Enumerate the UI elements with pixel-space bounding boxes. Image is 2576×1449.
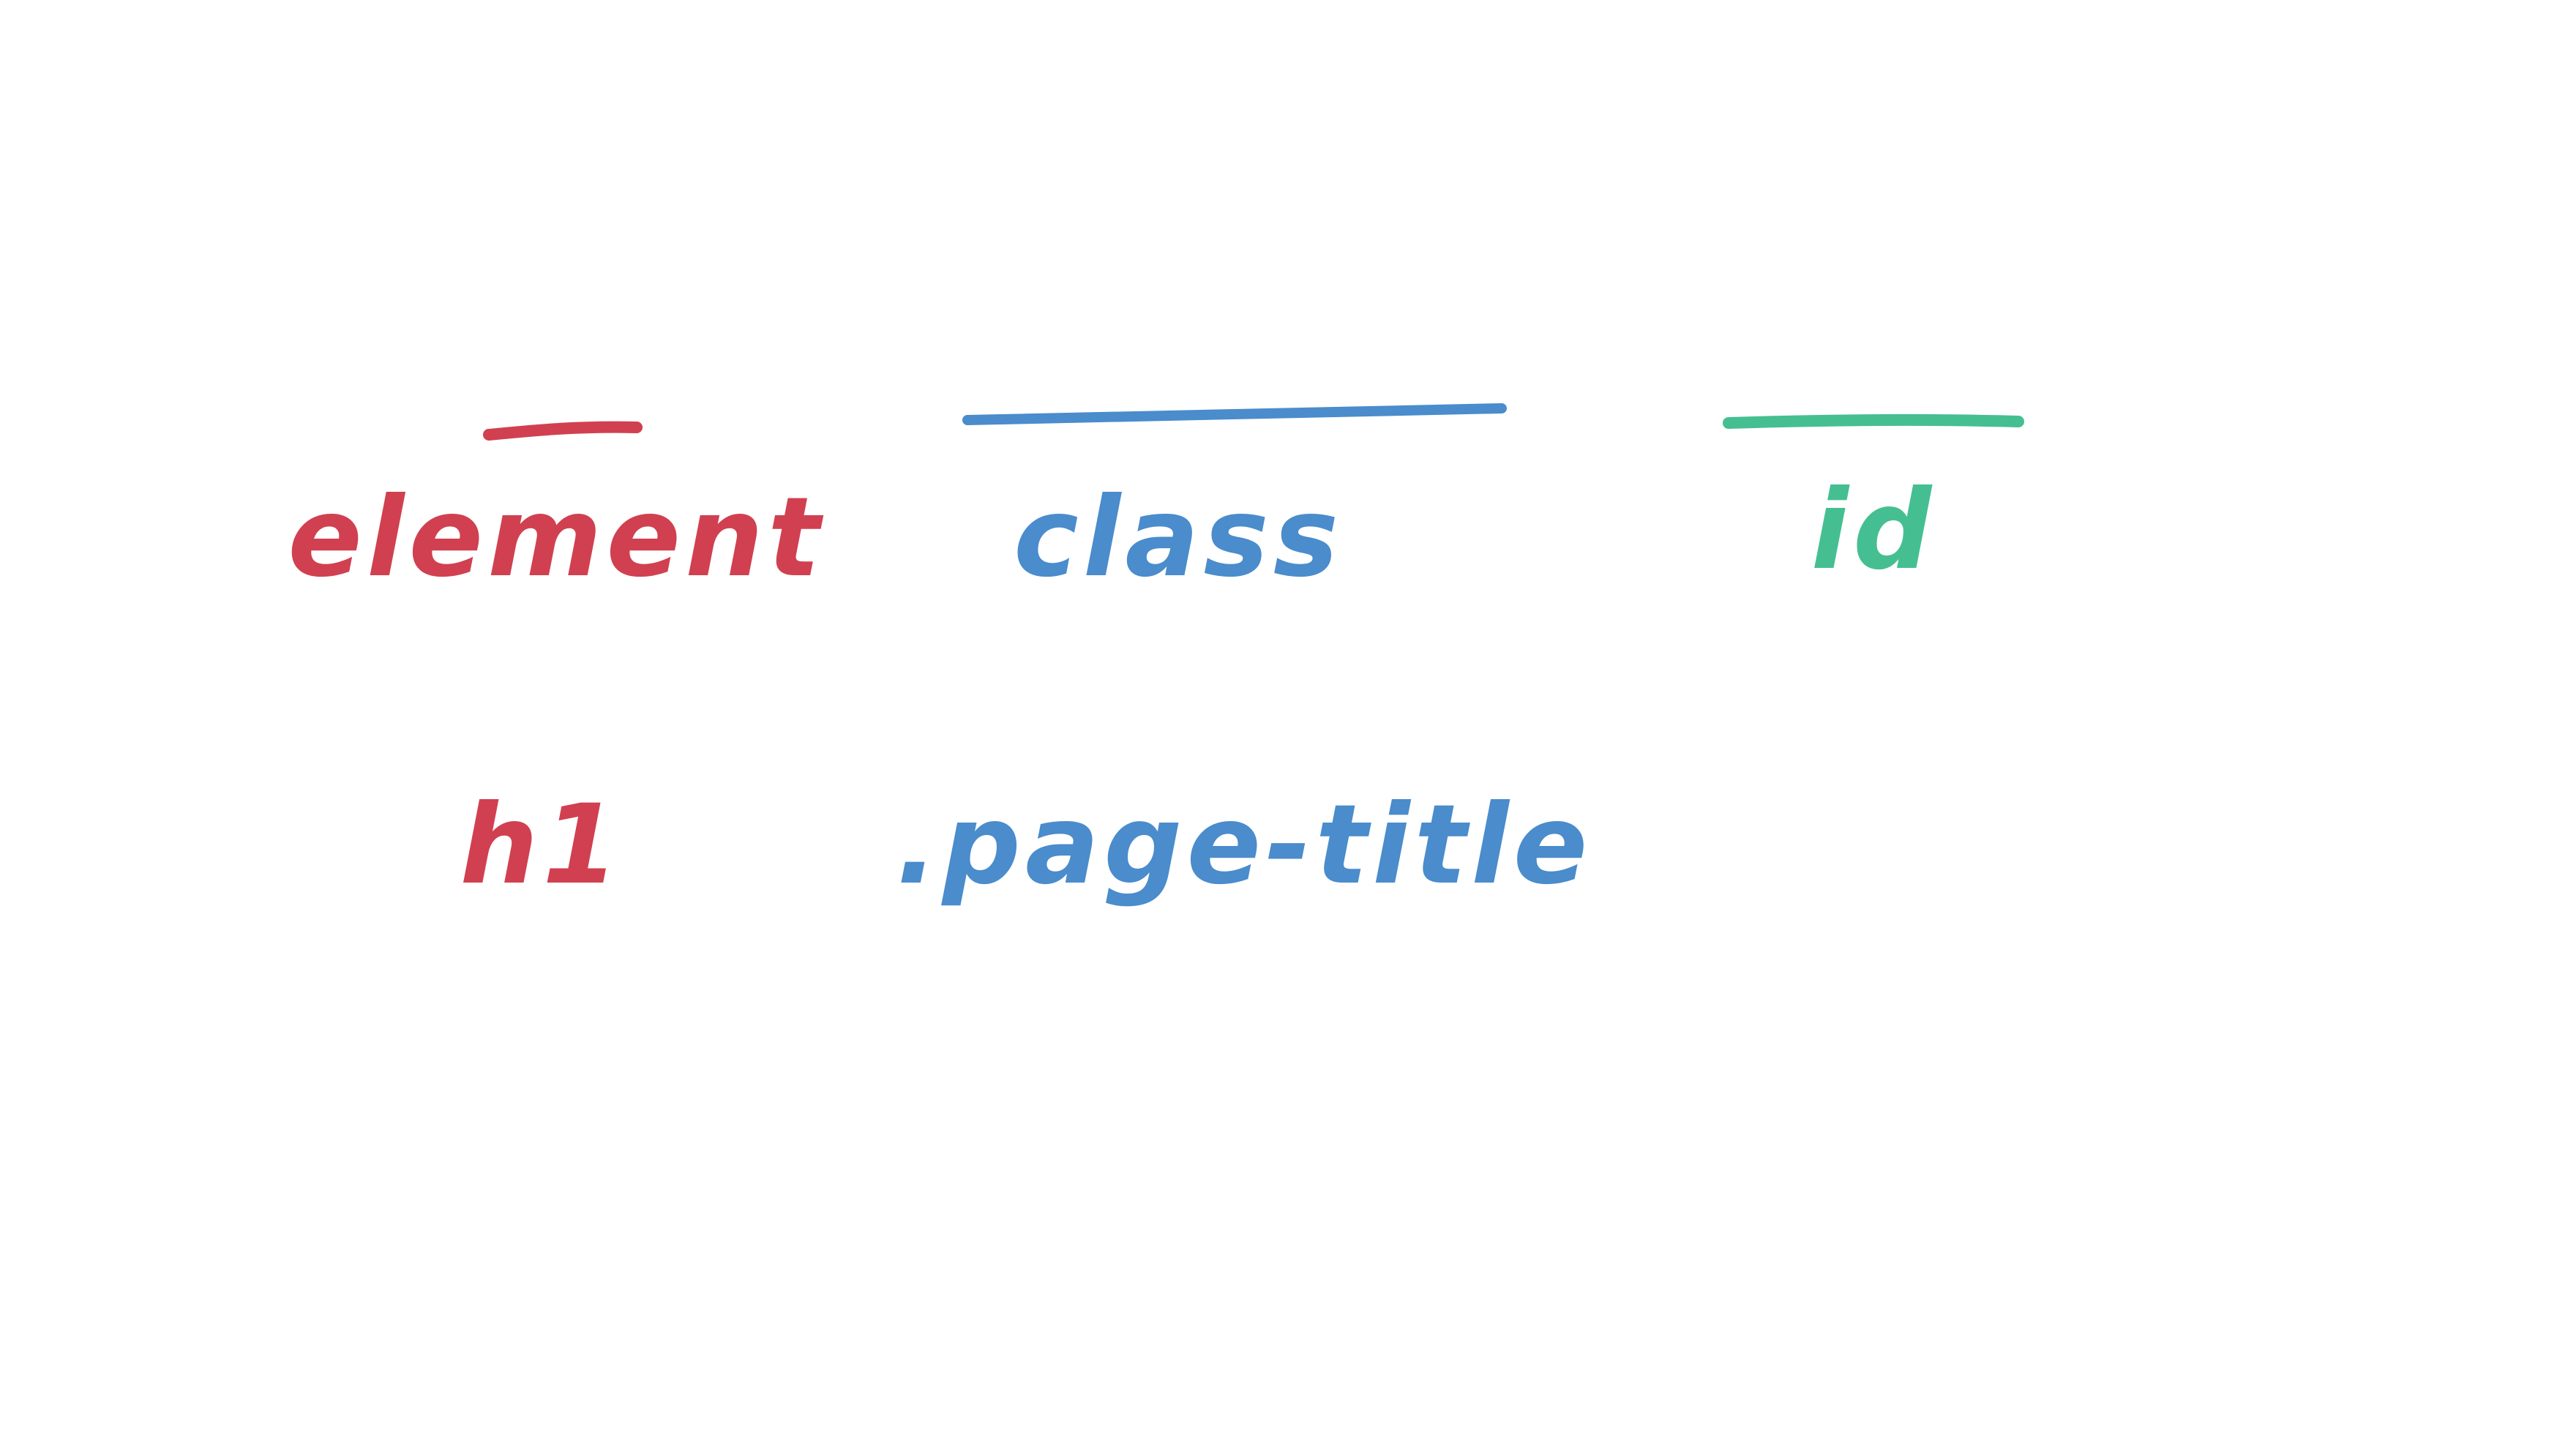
- element-underline: [483, 421, 643, 441]
- element-underline-stroke: [483, 421, 643, 441]
- heading-element: element: [288, 474, 825, 602]
- id-underline-stroke: [1723, 413, 2024, 429]
- heading-class: class: [1013, 474, 1344, 602]
- heading-id: id: [1811, 467, 1936, 594]
- id-underline: [1723, 413, 2024, 429]
- class-underline: [962, 403, 1507, 425]
- example-element: h1: [460, 782, 624, 909]
- class-underline-stroke: [962, 403, 1507, 425]
- example-class: .page-title: [896, 782, 1592, 909]
